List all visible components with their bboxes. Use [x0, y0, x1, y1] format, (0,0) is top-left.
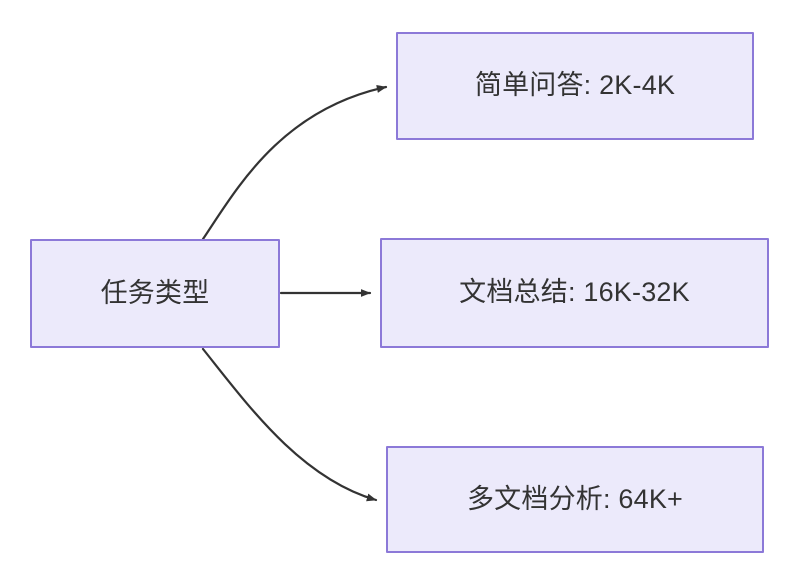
- edge-root-to-simple-qa: [201, 85, 388, 241]
- node-multi-document-analysis[interactable]: 多文档分析: 64K+: [386, 446, 764, 553]
- node-task-type-label: 任务类型: [100, 277, 210, 308]
- node-document-summary-label: 文档总结: 16K-32K: [459, 277, 690, 308]
- node-multi-document-analysis-label: 多文档分析: 64K+: [466, 483, 683, 514]
- node-task-type[interactable]: 任务类型: [30, 239, 280, 348]
- edge-root-to-multi-doc: [201, 347, 378, 502]
- node-simple-qa[interactable]: 简单问答: 2K-4K: [396, 32, 754, 140]
- node-document-summary[interactable]: 文档总结: 16K-32K: [380, 238, 769, 348]
- node-simple-qa-label: 简单问答: 2K-4K: [474, 70, 676, 101]
